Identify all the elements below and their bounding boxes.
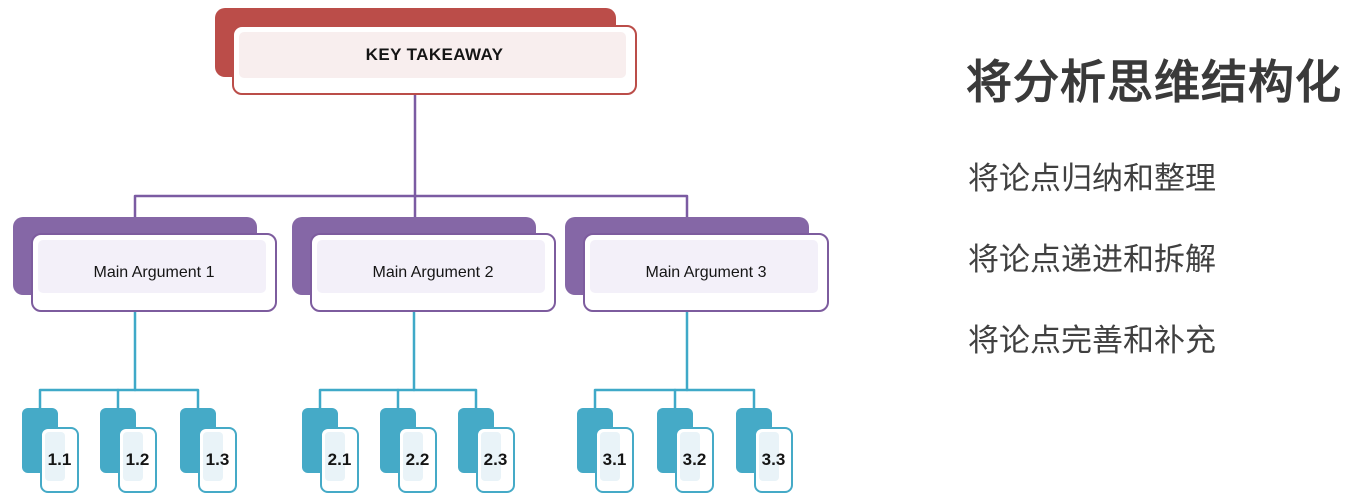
branch-2-label: Main Argument 2 [372, 263, 494, 281]
leaf-2-1-tint [325, 432, 345, 481]
leaf-1-2-node[interactable]: 1.2 [118, 427, 157, 493]
caption-point-1: 将论点归纳和整理 [968, 161, 1216, 196]
leaf-3-1-node[interactable]: 3.1 [595, 427, 634, 493]
leaf-2-2-tint [403, 432, 423, 481]
leaf-3-3-tint [759, 432, 779, 481]
leaf-2-3-node[interactable]: 2.3 [476, 427, 515, 493]
leaf-3-2-label: 3.2 [682, 450, 707, 469]
leaf-1-2-tint [123, 432, 143, 481]
branch-1-tint [38, 240, 266, 293]
branch-3-tint [590, 240, 818, 293]
leaf-2-3-label: 2.3 [483, 450, 508, 469]
caption-point-3: 将论点完善和补充 [968, 323, 1216, 358]
root-node-label: KEY TAKEAWAY [365, 45, 504, 64]
branch-2-node[interactable]: Main Argument 2 [310, 233, 556, 312]
connector-root-bracket [133, 194, 689, 219]
caption-points: 将论点归纳和整理 将论点递进和拆解 将论点完善和补充 [968, 161, 1216, 404]
leaf-3-2-tint [680, 432, 700, 481]
leaf-1-3-label: 1.3 [205, 450, 230, 469]
leaf-1-1-node[interactable]: 1.1 [40, 427, 79, 493]
leaf-2-1-label: 2.1 [327, 450, 352, 469]
leaf-2-2-node[interactable]: 2.2 [398, 427, 437, 493]
root-node[interactable]: KEY TAKEAWAY [232, 25, 637, 95]
leaf-3-3-label: 3.3 [761, 450, 786, 469]
leaf-2-2-label: 2.2 [405, 450, 430, 469]
caption-heading: 将分析思维结构化 [966, 56, 1342, 108]
branch-1-label: Main Argument 1 [93, 263, 215, 281]
leaf-1-1-label: 1.1 [47, 450, 72, 469]
leaf-3-2-node[interactable]: 3.2 [675, 427, 714, 493]
branch-1-node[interactable]: Main Argument 1 [31, 233, 277, 312]
leaf-2-3-tint [481, 432, 501, 481]
root-node-tint [239, 32, 626, 78]
leaf-3-3-node[interactable]: 3.3 [754, 427, 793, 493]
caption-point-2: 将论点递进和拆解 [968, 242, 1216, 277]
leaf-3-1-label: 3.1 [602, 450, 627, 469]
leaf-2-1-node[interactable]: 2.1 [320, 427, 359, 493]
leaf-1-3-tint [203, 432, 223, 481]
branch-3-node[interactable]: Main Argument 3 [583, 233, 829, 312]
leaf-1-2-label: 1.2 [125, 450, 150, 469]
branch-2-tint [317, 240, 545, 293]
branch-3-label: Main Argument 3 [645, 263, 767, 281]
leaf-1-1-tint [45, 432, 65, 481]
leaf-3-1-tint [600, 432, 620, 481]
leaf-1-3-node[interactable]: 1.3 [198, 427, 237, 493]
